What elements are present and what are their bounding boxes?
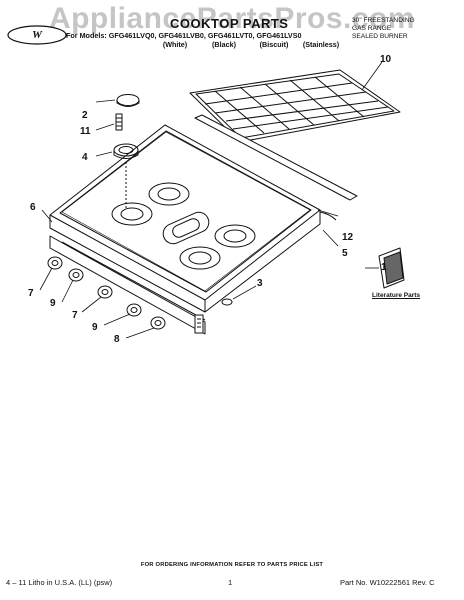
range-description-line: SEALED BURNER	[352, 33, 408, 40]
burner-head-drawing	[113, 143, 139, 208]
cooktop-drawing	[49, 124, 337, 313]
callout-10: 10	[380, 54, 392, 65]
range-description: 30" FREESTANDING GAS RANGE SEALED BURNER	[352, 17, 462, 41]
callout-3: 3	[257, 278, 263, 289]
callout-9: 9	[50, 298, 56, 309]
spring-drawing	[221, 298, 233, 306]
callout-2: 2	[82, 110, 88, 121]
variant-biscuit: (Biscuit)	[259, 40, 289, 49]
callout-6: 6	[30, 202, 36, 213]
callout-7b: 7	[72, 310, 78, 321]
callout-7: 7	[28, 288, 34, 299]
models-line: For Models: GFG461LVQ0, GFG461LVB0, GFG4…	[66, 31, 302, 40]
range-description-line: 30" FREESTANDING	[352, 17, 415, 24]
callout-5: 5	[342, 248, 348, 259]
part-number: Part No. W10222561 Rev. C	[340, 578, 435, 587]
callout-1: 1	[381, 262, 387, 273]
variant-stainless: (Stainless)	[302, 40, 340, 49]
whirlpool-logo: W	[7, 25, 67, 45]
range-description-line: GAS RANGE	[352, 25, 392, 32]
callout-8: 8	[114, 334, 120, 345]
page-number: 1	[228, 578, 233, 587]
burner-cap-drawing	[116, 94, 140, 106]
rear-trim-drawing	[194, 114, 358, 201]
grate-drawing	[189, 69, 401, 143]
burner-bases-drawing	[111, 182, 256, 270]
page-title: COOKTOP PARTS	[170, 16, 289, 31]
svg-text:W: W	[32, 29, 43, 41]
variant-black: (Black)	[212, 40, 236, 49]
ordering-info: FOR ORDERING INFORMATION REFER TO PARTS …	[140, 562, 324, 568]
exploded-view-diagram: 1 2 3 4 5 6 7 7 8 9 9 10 11 12	[28, 54, 405, 345]
watermark: AppliancePartsPros.com	[48, 2, 416, 35]
control-panel-drawing	[49, 235, 206, 335]
literature-booklet-drawing	[378, 247, 405, 289]
callout-9b: 9	[92, 322, 98, 333]
burner-cap-rim	[116, 100, 140, 107]
callout-12: 12	[342, 232, 354, 243]
callout-11: 11	[80, 126, 91, 137]
leader-lines	[39, 61, 383, 339]
litho-info: 4 – 11 Litho in U.S.A. (LL) (psw)	[6, 578, 113, 587]
screw-drawing	[115, 113, 123, 131]
callout-4: 4	[82, 152, 88, 163]
literature-parts-label: Literature Parts	[372, 292, 421, 299]
knobs-drawing	[47, 256, 166, 330]
variant-white: (White)	[162, 40, 188, 49]
